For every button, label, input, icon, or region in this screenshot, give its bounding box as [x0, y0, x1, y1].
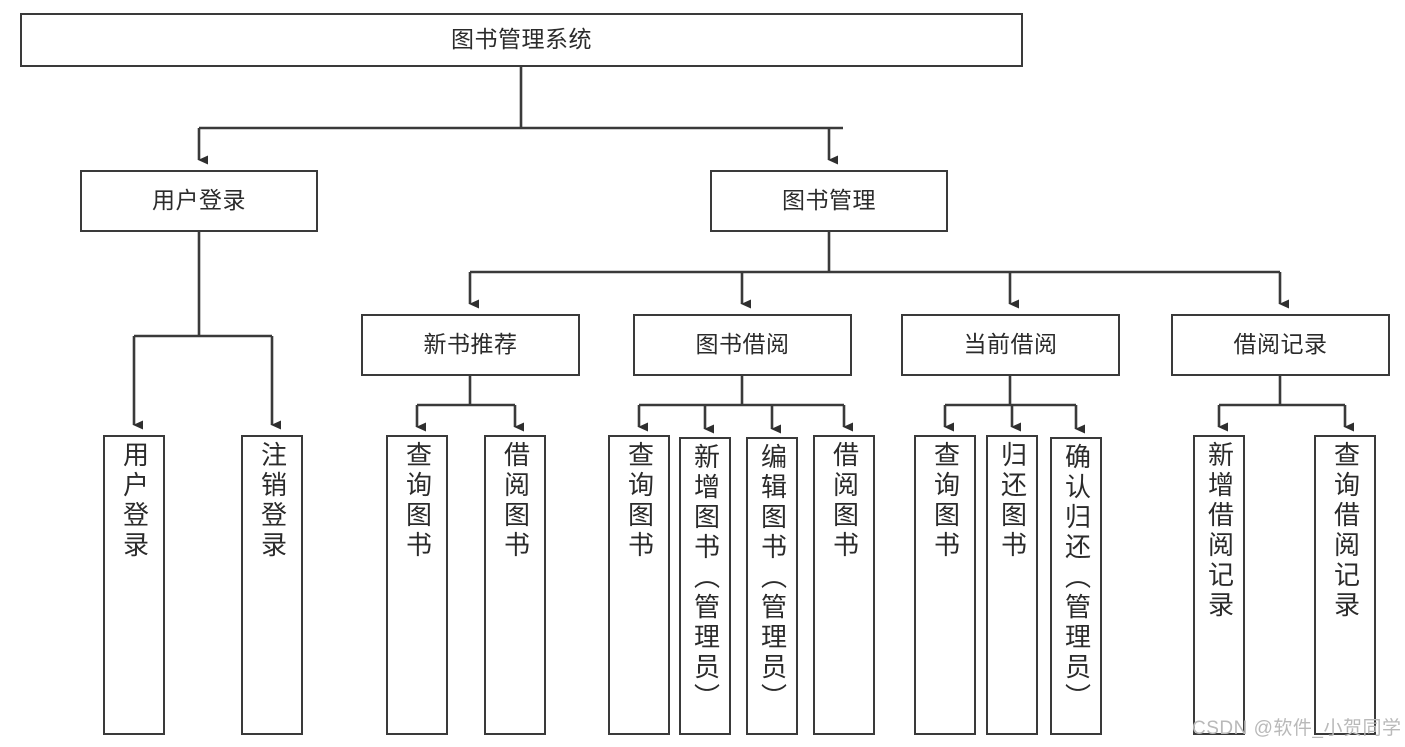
node-leaf-edit-book-admin[interactable]: 编辑图书（管理员） — [746, 437, 798, 735]
node-root[interactable]: 图书管理系统 — [20, 13, 1023, 67]
node-leaf-query-book-2[interactable]: 查询图书 — [608, 435, 670, 735]
node-book-borrow[interactable]: 图书借阅 — [633, 314, 852, 376]
node-leaf-logout[interactable]: 注销登录 — [241, 435, 303, 735]
node-leaf-query-book-3-label: 查询图书 — [930, 441, 961, 561]
node-leaf-edit-book-admin-label: 编辑图书（管理员） — [757, 443, 788, 713]
node-leaf-add-borrow-record[interactable]: 新增借阅记录 — [1193, 435, 1245, 735]
node-leaf-query-borrow-record-label: 查询借阅记录 — [1330, 441, 1361, 621]
node-borrow-record-label: 借阅记录 — [1233, 331, 1328, 358]
node-root-label: 图书管理系统 — [451, 26, 592, 53]
node-leaf-return-book[interactable]: 归还图书 — [986, 435, 1038, 735]
node-leaf-add-borrow-record-label: 新增借阅记录 — [1204, 441, 1235, 621]
node-user-login-label: 用户登录 — [152, 187, 246, 214]
node-leaf-add-book-admin[interactable]: 新增图书（管理员） — [679, 437, 731, 735]
node-leaf-return-book-label: 归还图书 — [997, 441, 1028, 561]
node-leaf-borrow-book-2-label: 借阅图书 — [829, 441, 860, 561]
node-new-book-recommend[interactable]: 新书推荐 — [361, 314, 580, 376]
node-current-borrow[interactable]: 当前借阅 — [901, 314, 1120, 376]
node-leaf-borrow-book-1[interactable]: 借阅图书 — [484, 435, 546, 735]
node-book-borrow-label: 图书借阅 — [695, 331, 790, 358]
watermark-credit: CSDN @软件_小贺同学 — [1192, 718, 1402, 739]
node-leaf-query-book-2-label: 查询图书 — [624, 441, 655, 561]
node-new-book-recommend-label: 新书推荐 — [423, 331, 518, 358]
node-leaf-query-book-3[interactable]: 查询图书 — [914, 435, 976, 735]
node-leaf-confirm-return-admin-label: 确认归还（管理员） — [1061, 443, 1092, 713]
node-book-management[interactable]: 图书管理 — [710, 170, 948, 232]
node-user-login[interactable]: 用户登录 — [80, 170, 318, 232]
node-leaf-user-login[interactable]: 用户登录 — [103, 435, 165, 735]
node-leaf-borrow-book-1-label: 借阅图书 — [500, 441, 531, 561]
node-book-management-label: 图书管理 — [782, 187, 876, 214]
node-current-borrow-label: 当前借阅 — [963, 331, 1058, 358]
node-leaf-confirm-return-admin[interactable]: 确认归还（管理员） — [1050, 437, 1102, 735]
node-leaf-borrow-book-2[interactable]: 借阅图书 — [813, 435, 875, 735]
node-leaf-add-book-admin-label: 新增图书（管理员） — [690, 443, 721, 713]
node-leaf-user-login-label: 用户登录 — [119, 441, 150, 561]
node-leaf-logout-label: 注销登录 — [257, 441, 288, 561]
node-leaf-query-borrow-record[interactable]: 查询借阅记录 — [1314, 435, 1376, 735]
node-borrow-record[interactable]: 借阅记录 — [1171, 314, 1390, 376]
node-leaf-query-book-1-label: 查询图书 — [402, 441, 433, 561]
node-leaf-query-book-1[interactable]: 查询图书 — [386, 435, 448, 735]
